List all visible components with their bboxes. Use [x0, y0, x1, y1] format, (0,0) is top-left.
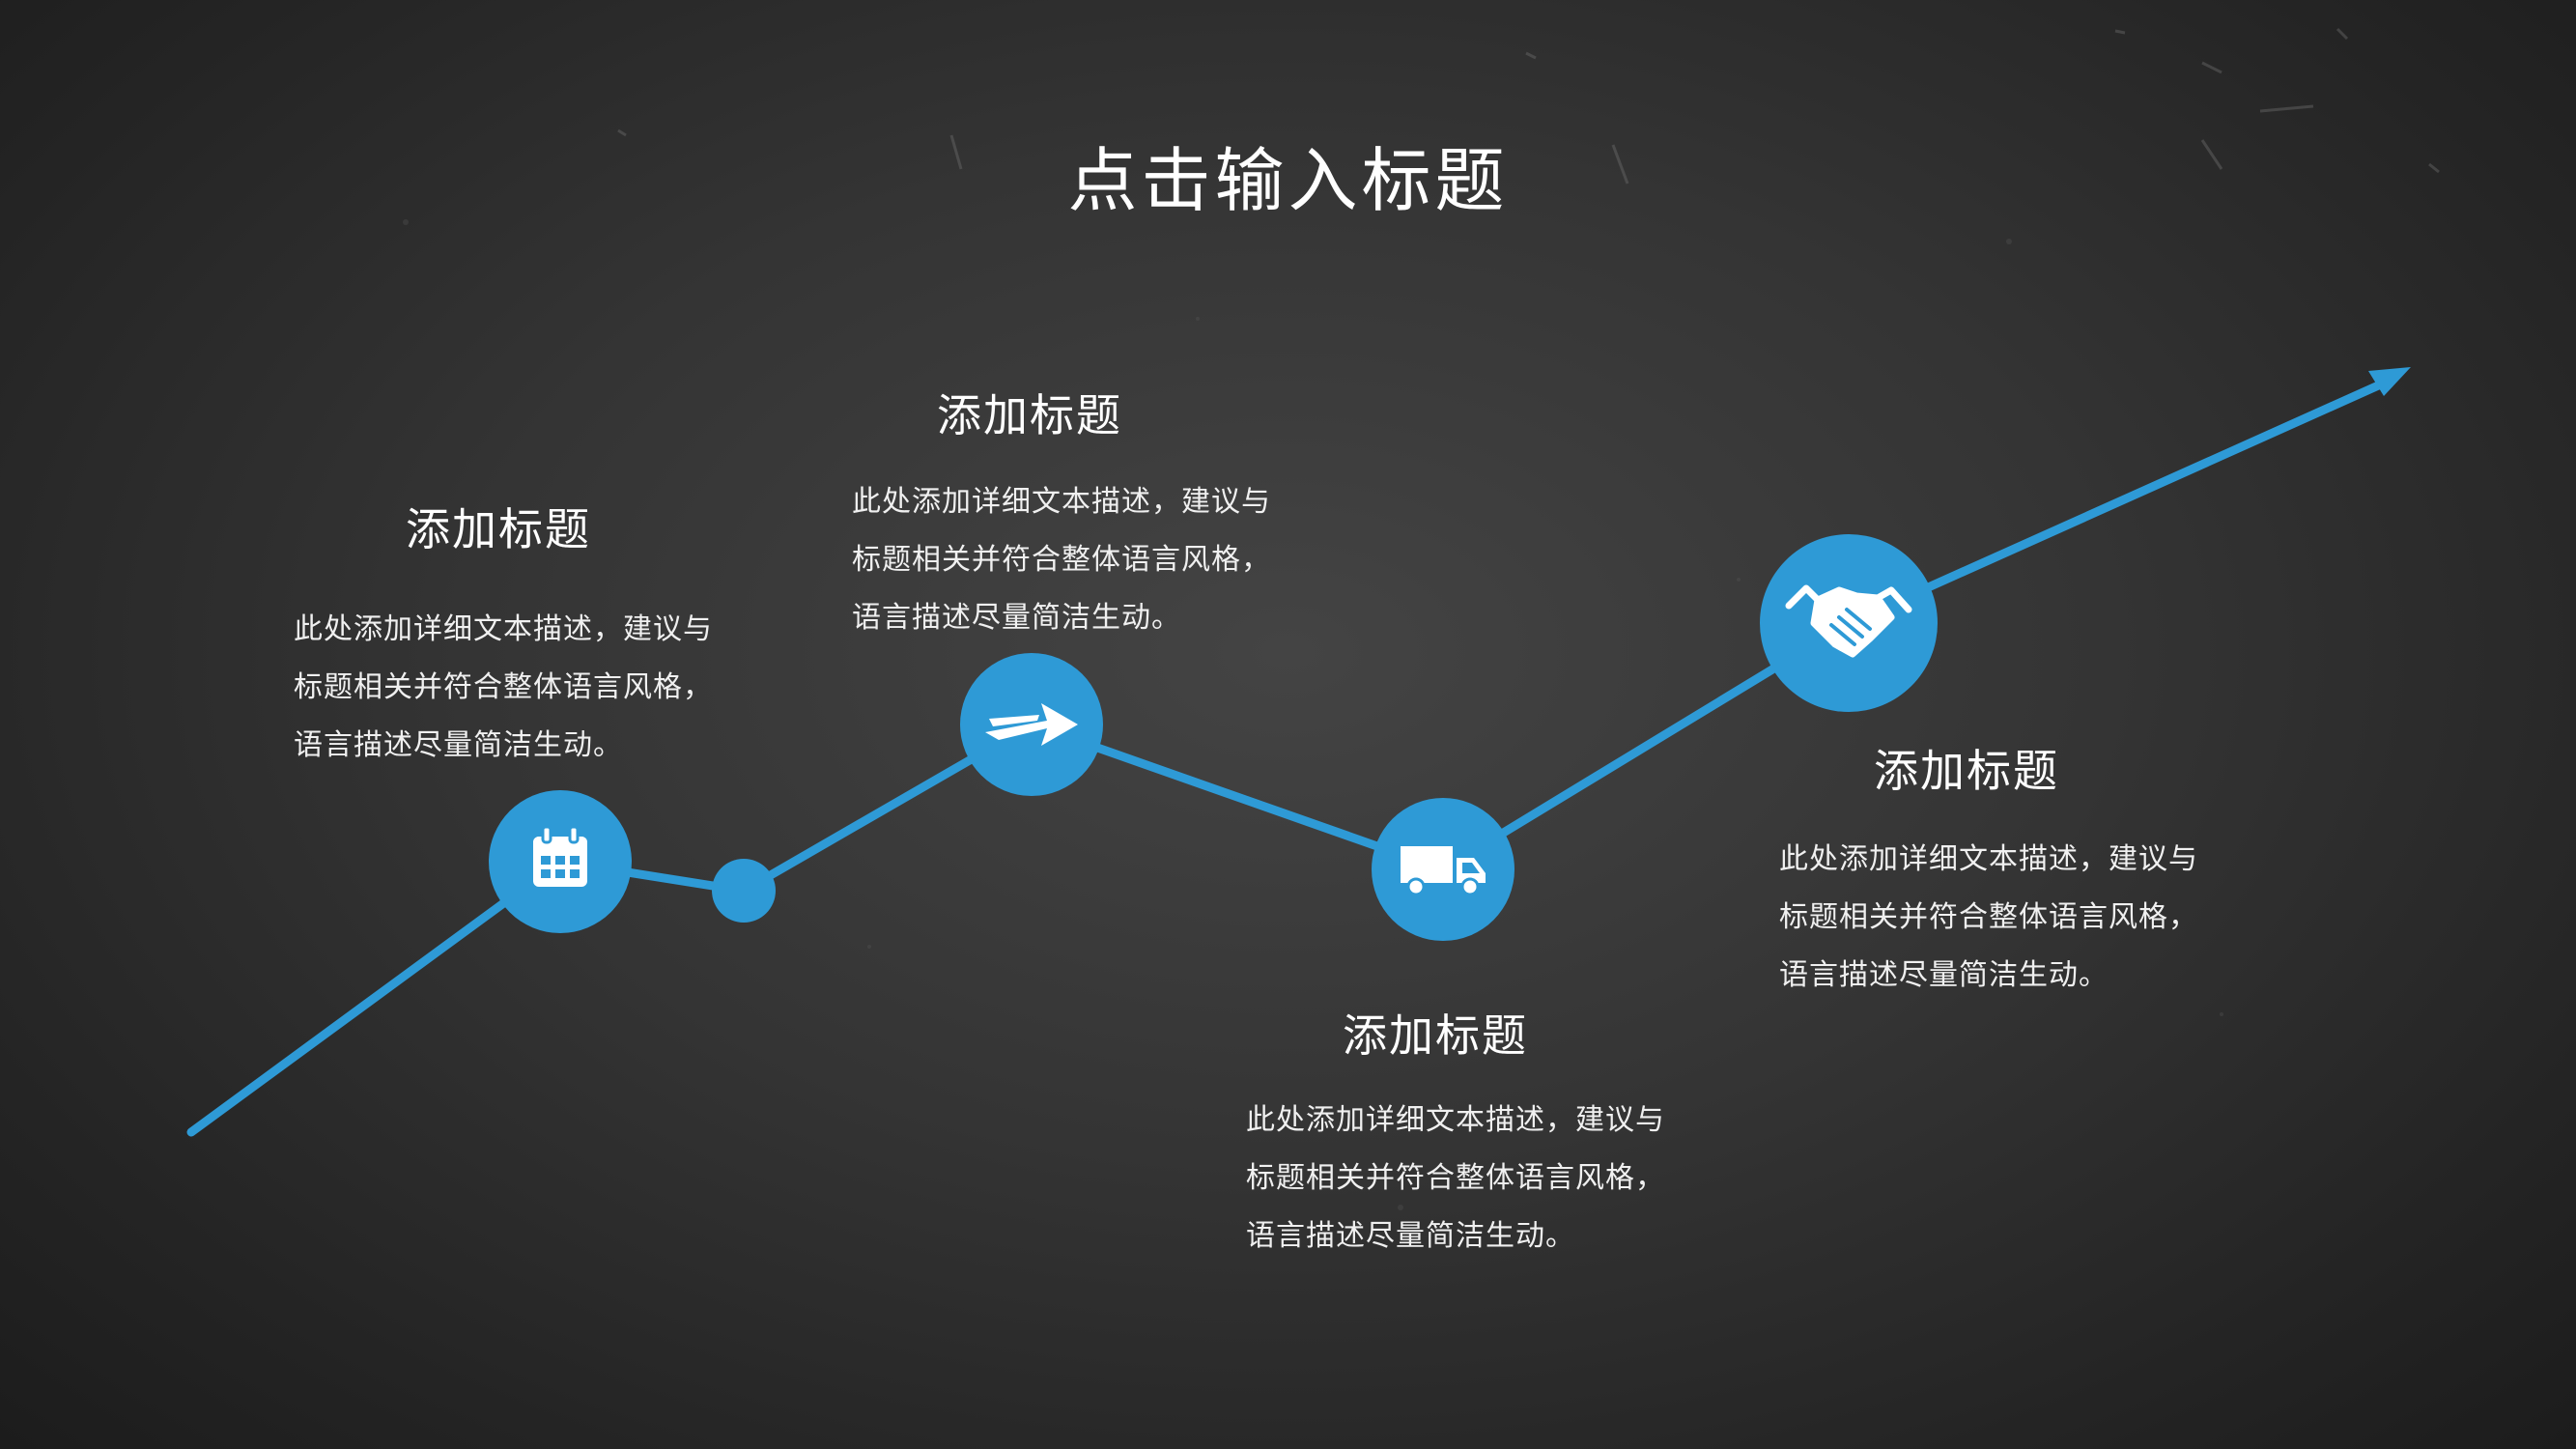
description-line: 此处添加详细文本描述，建议与 [1779, 842, 2198, 876]
step-heading[interactable]: 添加标题 [1874, 745, 2059, 797]
truck-icon [1401, 846, 1486, 896]
connector-line [1027, 720, 1448, 874]
calendar-icon [533, 825, 587, 887]
description-line: 语言描述尽量简洁生动。 [1246, 1219, 1575, 1253]
page-title[interactable]: 点击输入标题 [1067, 140, 1509, 221]
description-line: 此处添加详细文本描述，建议与 [1246, 1103, 1665, 1137]
description-line: 标题相关并符合整体语言风格， [294, 670, 713, 704]
description-line: 标题相关并符合整体语言风格， [1779, 900, 2198, 934]
description-line: 此处添加详细文本描述，建议与 [852, 485, 1271, 519]
arrowhead-icon [2368, 367, 2411, 396]
step-heading[interactable]: 添加标题 [937, 389, 1122, 441]
connector-line [1844, 374, 2398, 628]
step-heading[interactable]: 添加标题 [1343, 1009, 1528, 1062]
description-line: 标题相关并符合整体语言风格， [852, 543, 1271, 577]
step-description[interactable]: 此处添加详细文本描述，建议与 标题相关并符合整体语言风格， 语言描述尽量简洁生动… [1779, 831, 2198, 1005]
handshake-icon [1785, 584, 1912, 658]
step-description[interactable]: 此处添加详细文本描述，建议与 标题相关并符合整体语言风格， 语言描述尽量简洁生动… [852, 473, 1271, 647]
small-node-dot [712, 859, 776, 923]
step-description[interactable]: 此处添加详细文本描述，建议与 标题相关并符合整体语言风格， 语言描述尽量简洁生动… [1246, 1092, 1665, 1265]
step-description[interactable]: 此处添加详细文本描述，建议与 标题相关并符合整体语言风格， 语言描述尽量简洁生动… [294, 601, 713, 775]
description-line: 语言描述尽量简洁生动。 [1779, 958, 2109, 992]
description-line: 语言描述尽量简洁生动。 [294, 728, 623, 762]
arrow-right-icon [985, 703, 1078, 746]
connector-line [186, 857, 565, 1137]
description-line: 语言描述尽量简洁生动。 [852, 601, 1181, 635]
step-heading[interactable]: 添加标题 [406, 503, 591, 555]
description-line: 标题相关并符合整体语言风格， [1246, 1161, 1665, 1195]
description-line: 此处添加详细文本描述，建议与 [294, 612, 713, 646]
